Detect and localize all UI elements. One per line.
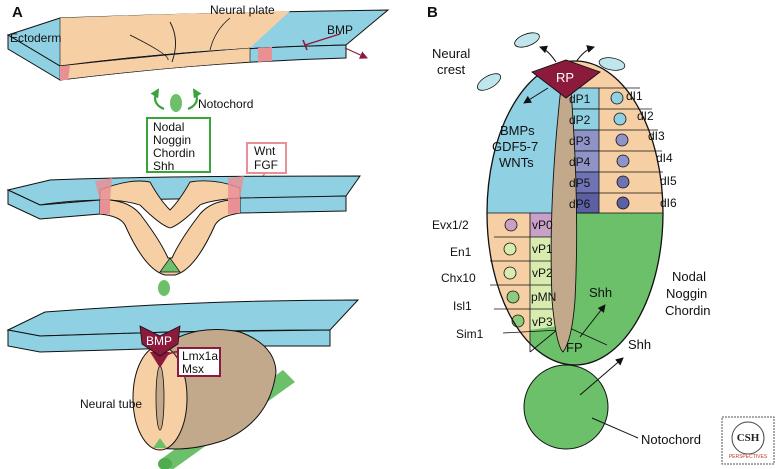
lmx1a-label: Lmx1a [182, 349, 218, 363]
ventral-rows [490, 213, 561, 352]
inducer-box-green [146, 117, 211, 173]
di3-neuron [615, 133, 629, 147]
shh-inner-label: Shh [589, 285, 612, 300]
inducer-noggin: Noggin [153, 133, 191, 147]
neural-groove-stage [6, 175, 361, 276]
central-canal [550, 77, 578, 353]
crest-arrow-left [539, 45, 557, 63]
di6-label: dI6 [660, 196, 677, 210]
di4-neuron [616, 154, 630, 168]
mn-neuron [506, 290, 520, 304]
dp2-label: dP2 [569, 113, 591, 127]
ectoderm-label: Ectoderm [10, 31, 61, 45]
dorsal-signal-gdf: GDF5-7 [492, 139, 538, 154]
notochord-pointer [591, 417, 639, 439]
neural-plate-stage [6, 9, 390, 81]
neural-tube-label: Neural tube [80, 397, 142, 411]
ventral-signal-noggin: Noggin [666, 286, 707, 301]
tube-outline [486, 60, 664, 366]
panel-b-letter: B [427, 4, 438, 21]
di4-label: dI4 [656, 151, 673, 165]
dp1-label: dP1 [569, 92, 591, 106]
bmp-top-label: BMP [327, 23, 353, 37]
vp3-label: vP3 [532, 315, 553, 329]
v0-neuron [504, 218, 518, 232]
dp4-label: dP4 [569, 155, 591, 169]
inducer-wnt: Wnt [254, 144, 276, 158]
crest-cell-1 [514, 32, 540, 48]
neural-tube-stage [6, 299, 360, 469]
dp6-label: dP6 [569, 197, 591, 211]
crest-arrow-right [575, 45, 595, 63]
notochord-arrow-left [150, 88, 165, 111]
fp-label: FP [566, 340, 583, 355]
notochord-label-b: Notochord [641, 432, 701, 447]
rp-label: RP [556, 70, 574, 85]
pmn-label: pMN [531, 290, 556, 304]
sim1-label: Sim1 [456, 327, 484, 341]
inducer-box-pink [246, 142, 287, 174]
inducer-fgf: FGF [254, 158, 278, 172]
di2-neuron [613, 112, 627, 126]
fp-shh-arrow [579, 304, 606, 338]
di5-neuron [616, 175, 630, 189]
dorsal-signal-wnts: WNTs [499, 155, 534, 170]
v2-neuron [503, 266, 517, 280]
inducer-nodal: Nodal [153, 120, 184, 134]
ventral-signal-chordin: Chordin [665, 303, 711, 318]
roof-plate [531, 59, 601, 99]
logo-title: CSH [737, 432, 760, 444]
notochord-2 [158, 280, 170, 296]
lmx-box [177, 347, 221, 377]
shh-outer-label: Shh [628, 337, 651, 352]
di6-neuron [616, 196, 630, 210]
bmp-tube-label: BMP [146, 334, 172, 348]
neural-crest-label-1: Neural [432, 46, 470, 61]
vp0-label: vP0 [532, 218, 553, 232]
neural-crest-label-2: crest [437, 62, 466, 77]
neural-plate-label: Neural plate [210, 3, 275, 17]
rp-arrow [523, 87, 549, 104]
dp3-label: dP3 [569, 134, 591, 148]
dorsal-signal-bmps: BMPs [500, 123, 535, 138]
di1-neuron [610, 91, 624, 105]
notochord-arrow-right [187, 88, 202, 111]
msx-label: Msx [182, 362, 204, 376]
bmp-top-arrows [302, 33, 368, 59]
di3-label: dI3 [648, 129, 665, 143]
di1-label: dI1 [626, 89, 643, 103]
dp5-label: dP5 [569, 176, 591, 190]
en1-label: En1 [450, 245, 472, 259]
vp2-label: vP2 [532, 266, 553, 280]
vp1-label: vP1 [532, 242, 553, 256]
notochord-shh-arrow [579, 357, 624, 396]
notochord-1 [170, 94, 182, 112]
isl1-label: Isl1 [453, 299, 472, 313]
evx-label: Evx1/2 [432, 218, 469, 232]
di2-label: dI2 [637, 109, 654, 123]
panel-a-letter: A [12, 4, 23, 21]
inducer-chordin: Chordin [153, 146, 195, 160]
ventral-signal-nodal: Nodal [672, 269, 706, 284]
logo-subtitle: PERSPECTIVES [729, 454, 768, 460]
di5-label: dI5 [660, 174, 677, 188]
notochord-label-a: Notochord [198, 97, 253, 111]
csh-perspectives-logo: CSH PERSPECTIVES [721, 416, 775, 465]
crest-cell-2 [476, 73, 502, 91]
notochord-b [523, 364, 609, 450]
crest-cell-3 [598, 57, 626, 71]
chx10-label: Chx10 [441, 271, 476, 285]
inducer-shh: Shh [153, 159, 174, 173]
v1-neuron [503, 242, 517, 256]
